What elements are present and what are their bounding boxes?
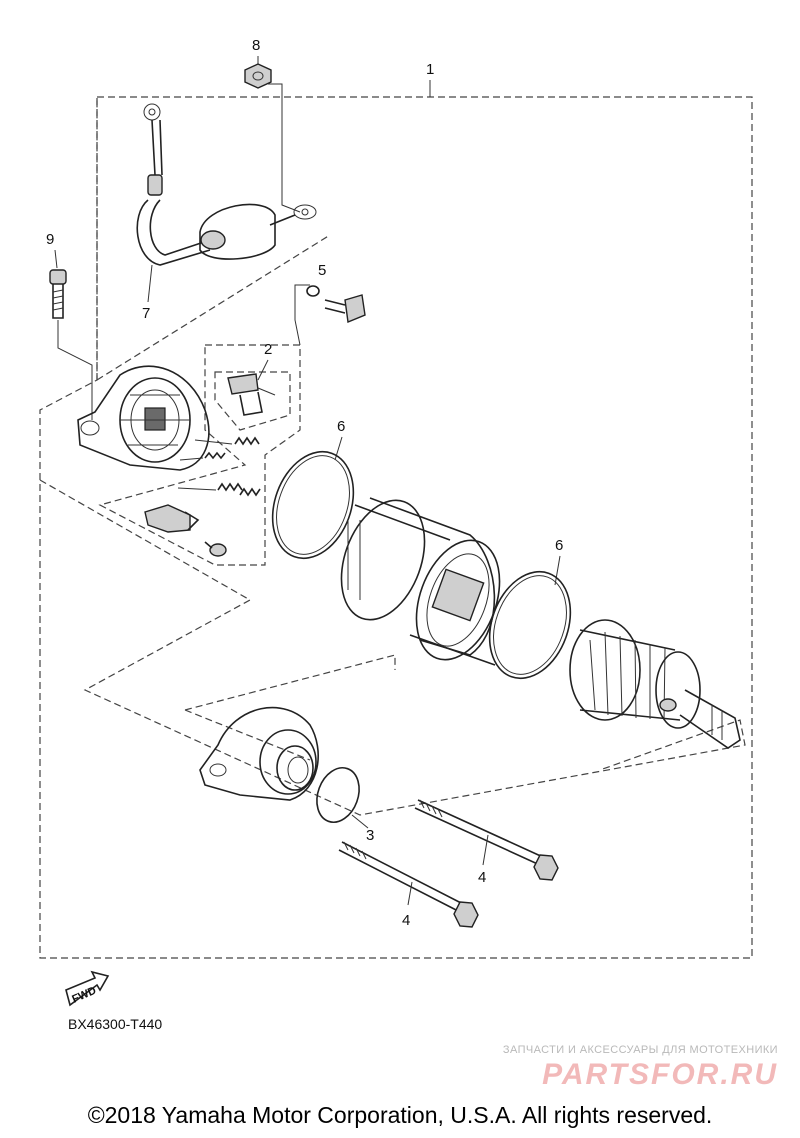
callout-6b: 6 bbox=[555, 537, 563, 554]
terminal-screw bbox=[204, 541, 227, 557]
springs bbox=[177, 436, 261, 497]
bolt-9 bbox=[49, 269, 67, 319]
leader-8-to-terminal bbox=[268, 83, 301, 213]
long-bolt-4a bbox=[414, 799, 559, 881]
yoke-housing bbox=[340, 497, 501, 666]
o-ring-6b bbox=[488, 570, 572, 680]
leader-7 bbox=[147, 264, 153, 303]
copyright-notice: ©2018 Yamaha Motor Corporation, U.S.A. A… bbox=[87, 1102, 713, 1128]
leader-9-to-bracket bbox=[57, 320, 93, 420]
leader-6b bbox=[554, 555, 561, 586]
brush-2 bbox=[227, 373, 276, 416]
leader-3 bbox=[351, 814, 369, 829]
callout-6a: 6 bbox=[337, 418, 345, 435]
fwd-arrow-icon: FWD bbox=[65, 970, 110, 1007]
brush-holder-group-outline bbox=[98, 344, 301, 566]
armature bbox=[569, 619, 741, 749]
callout-8: 8 bbox=[252, 37, 260, 54]
long-bolt-4b bbox=[338, 841, 479, 928]
leader-2 bbox=[257, 359, 269, 381]
callout-4a: 4 bbox=[478, 869, 486, 886]
callout-4b: 4 bbox=[402, 912, 410, 929]
lower-assembly-outline bbox=[39, 479, 746, 816]
screw-5 bbox=[324, 294, 366, 323]
leader-5-bracket bbox=[294, 284, 310, 346]
front-cover-outline bbox=[184, 654, 396, 761]
watermark-tagline: ЗАПЧАСТИ И АКСЕССУАРЫ ДЛЯ МОТОТЕХНИКИ bbox=[502, 1044, 778, 1056]
brush-lower bbox=[144, 504, 200, 533]
lead-wire-7 bbox=[136, 103, 317, 266]
assembly-boundary bbox=[39, 96, 753, 959]
svg-text:FWD: FWD bbox=[70, 985, 98, 1006]
watermark-brand-logo: PARTSFOR.RU bbox=[542, 1058, 778, 1091]
callout-5: 5 bbox=[318, 262, 326, 279]
leader-4a bbox=[482, 834, 489, 866]
o-ring-5 bbox=[306, 285, 320, 297]
rear-cover bbox=[77, 365, 210, 471]
diagram-code: BX46300-T440 bbox=[68, 1016, 163, 1032]
callout-7: 7 bbox=[142, 305, 150, 322]
terminal-lead-group-outline bbox=[96, 97, 331, 381]
nut-8 bbox=[244, 63, 272, 89]
callout-1: 1 bbox=[426, 61, 434, 78]
callout-2: 2 bbox=[264, 341, 272, 358]
brush-inner-outline bbox=[214, 371, 291, 431]
leader-9 bbox=[54, 249, 58, 269]
callout-9: 9 bbox=[46, 231, 54, 248]
callout-3: 3 bbox=[366, 827, 374, 844]
leader-4b bbox=[407, 881, 413, 906]
o-ring-6a bbox=[271, 450, 355, 560]
o-ring-3 bbox=[316, 767, 360, 823]
front-cover bbox=[199, 706, 319, 801]
